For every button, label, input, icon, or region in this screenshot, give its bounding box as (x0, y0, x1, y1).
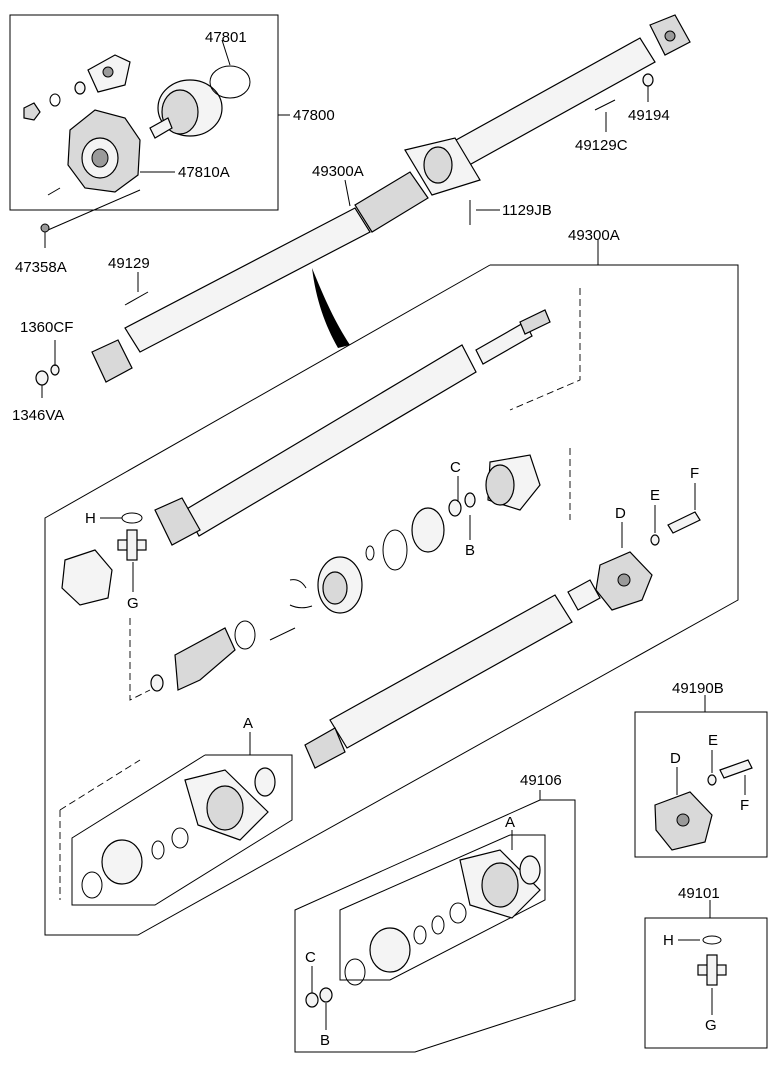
nut-1346VA (35, 370, 49, 398)
label-47358A: 47358A (15, 259, 67, 276)
label-C-2: C (305, 949, 316, 966)
label-H-1: H (85, 510, 96, 527)
center-bearing-group-a (59, 754, 293, 906)
label-F-1: F (690, 465, 699, 482)
label-F-2: F (740, 797, 749, 814)
label-C-1: C (450, 459, 461, 476)
label-D-2: D (670, 750, 681, 767)
label-1346VA: 1346VA (12, 407, 64, 424)
direction-arrow (312, 268, 350, 348)
label-A-1: A (243, 715, 253, 732)
label-E-1: E (650, 487, 660, 504)
label-49190B: 49190B (672, 680, 724, 697)
box-49190B (634, 695, 768, 858)
propeller-shaft-main (91, 14, 691, 383)
label-47810A: 47810A (178, 164, 230, 181)
box-49101 (644, 900, 768, 1049)
label-G-2: G (705, 1017, 717, 1034)
label-E-2: E (708, 732, 718, 749)
bolt-49129 (124, 272, 149, 306)
spider-g (117, 529, 147, 561)
bolt-49129C (594, 99, 616, 132)
label-H-2: H (663, 932, 674, 949)
bolt-1129JB (469, 200, 500, 225)
label-47801: 47801 (205, 29, 247, 46)
label-D-1: D (615, 505, 626, 522)
label-G-1: G (127, 595, 139, 612)
label-49101: 49101 (678, 885, 720, 902)
frame-49300A (44, 240, 739, 936)
label-B-1: B (465, 542, 475, 559)
flange-yoke (61, 549, 113, 606)
nut-49194 (642, 73, 654, 102)
label-49129C: 49129C (575, 137, 628, 154)
flex-coupling (595, 511, 701, 611)
label-49129: 49129 (108, 255, 150, 272)
washer-1360CF (50, 340, 60, 376)
box-49106 (294, 790, 576, 1053)
label-49106: 49106 (520, 772, 562, 789)
label-49300A-mid: 49300A (568, 227, 620, 244)
rear-shaft-exploded (154, 309, 551, 546)
snap-ring-h (121, 512, 143, 524)
cv-joint-parts (150, 454, 541, 692)
box-47800-leaders (47, 39, 231, 231)
bolt-47358A (40, 223, 50, 248)
label-49300A-top: 49300A (312, 163, 364, 180)
label-47800: 47800 (293, 107, 335, 124)
front-shaft-exploded (304, 579, 601, 769)
rear-differential-assembly (23, 54, 251, 196)
label-A-2: A (505, 814, 515, 831)
label-B-2: B (320, 1032, 330, 1049)
box-47800 (9, 14, 290, 211)
label-1129JB: 1129JB (502, 202, 552, 219)
label-49194: 49194 (628, 107, 670, 124)
label-1360CF: 1360CF (20, 319, 73, 336)
